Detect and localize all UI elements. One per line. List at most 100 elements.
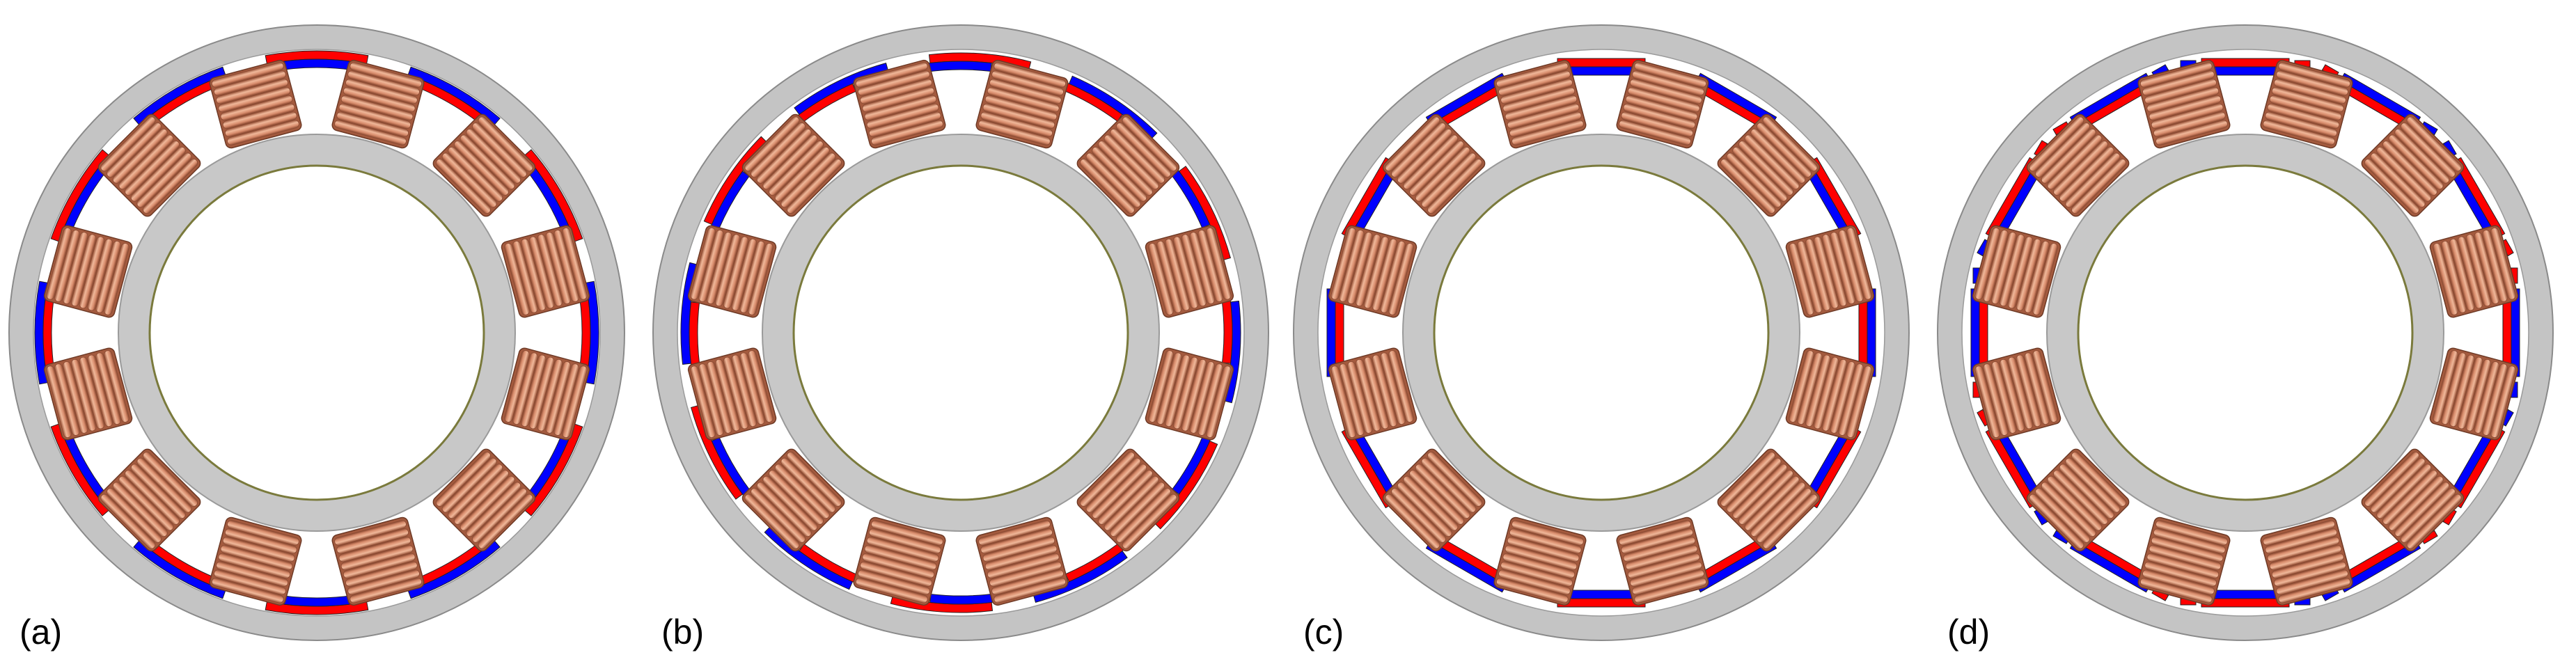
- coil-turn: [334, 120, 407, 145]
- coil-turn: [2155, 120, 2228, 145]
- coil-turn: [1122, 116, 1177, 172]
- coil-turn: [1805, 354, 1831, 427]
- coil-turn: [1813, 356, 1839, 429]
- coil-turn: [2029, 494, 2084, 549]
- coil-turn: [118, 134, 174, 190]
- coil: [1785, 225, 1875, 318]
- coil-turn: [748, 243, 773, 315]
- coil: [1145, 347, 1234, 441]
- coil-turn: [2140, 578, 2213, 603]
- coil-turn: [441, 152, 497, 208]
- coil-turn: [1385, 494, 1440, 549]
- coil-turn: [1625, 95, 1698, 121]
- coil-turn: [1498, 70, 1571, 96]
- coil-turn: [991, 569, 1064, 595]
- coil-turn: [984, 544, 1058, 571]
- coil-turn: [1507, 103, 1580, 129]
- coil-turn: [756, 128, 812, 184]
- coil-turn: [441, 457, 497, 513]
- coil-turn: [769, 141, 824, 196]
- coil-turn: [520, 354, 547, 427]
- coil-turn: [512, 352, 538, 425]
- coil-turn: [2441, 241, 2467, 313]
- coil-turn: [2144, 79, 2217, 104]
- coil-turn: [2400, 123, 2456, 178]
- coil-turn: [2267, 103, 2340, 129]
- coil: [1493, 516, 1587, 606]
- coil-turn: [2376, 146, 2432, 202]
- coil-turn: [2155, 520, 2228, 546]
- coil-turn: [1846, 228, 1872, 300]
- coil-turn: [869, 111, 941, 137]
- coil-turn: [216, 79, 288, 104]
- coil-turn: [1762, 494, 1818, 549]
- coil: [1972, 347, 2061, 441]
- coil-turn: [1372, 238, 1398, 311]
- coil-turn: [553, 230, 579, 302]
- coil-turn: [762, 475, 818, 531]
- coil-turn: [2490, 228, 2516, 300]
- coil-turn: [1634, 578, 1706, 603]
- panel-a: (a): [8, 24, 625, 652]
- coil-turn: [214, 70, 286, 96]
- coil-turn: [2433, 243, 2458, 315]
- coil: [331, 516, 425, 606]
- coil-turn: [54, 363, 80, 436]
- coil-turn: [780, 457, 836, 513]
- magnet: [2052, 524, 2172, 601]
- coil: [741, 113, 845, 217]
- coil-turn: [1156, 352, 1182, 425]
- coil-turn: [2278, 62, 2350, 88]
- coil-turn: [104, 243, 129, 315]
- coil-turn: [1500, 561, 1573, 587]
- coil-turn: [2433, 350, 2458, 423]
- coil-turn: [1388, 243, 1414, 315]
- coil-turn: [1630, 561, 1702, 587]
- coil-turn: [1355, 358, 1381, 432]
- coil-turn: [1391, 123, 1447, 178]
- coil-turn: [856, 578, 928, 603]
- coil-turn: [731, 238, 757, 311]
- coil-turn: [982, 103, 1055, 129]
- coil-turn: [334, 520, 407, 546]
- coil-turn: [504, 350, 530, 423]
- coil-turn: [225, 528, 297, 554]
- coil-turn: [1330, 228, 1356, 300]
- coil-turn: [1500, 79, 1573, 104]
- coil-turn: [2016, 354, 2042, 427]
- coil-turn: [1409, 141, 1465, 196]
- coil-turn: [2032, 350, 2058, 423]
- coil-turn: [218, 553, 291, 579]
- coil-turn: [1347, 232, 1373, 304]
- coil-turn: [1092, 146, 1147, 202]
- coil-turn: [2388, 134, 2444, 190]
- coil-turn: [869, 528, 941, 554]
- coil-turn: [707, 232, 732, 304]
- coil-turn: [1750, 482, 1806, 537]
- coil-turn: [2271, 86, 2344, 113]
- coil-turn: [1164, 238, 1191, 311]
- coil-turn: [478, 116, 533, 172]
- coil-turn: [2053, 469, 2109, 525]
- coil-turn: [1427, 159, 1482, 214]
- coil-turn: [1164, 354, 1191, 427]
- coil-turn: [1744, 134, 1800, 190]
- coil-turn: [2035, 487, 2091, 543]
- coil-turn: [2032, 243, 2058, 315]
- coil-turn: [1403, 134, 1459, 190]
- magnet-block: [1557, 590, 1646, 608]
- coil: [209, 516, 302, 606]
- coil-turn: [460, 134, 515, 190]
- coil-turn: [1983, 363, 2009, 436]
- coil-turn: [471, 487, 527, 543]
- coil-turn: [350, 62, 422, 88]
- coil: [1076, 448, 1180, 552]
- coil-turn: [858, 569, 930, 595]
- coil-turn: [858, 70, 930, 96]
- coil-turn: [1197, 363, 1223, 436]
- coil: [331, 59, 425, 149]
- coil-turn: [2142, 70, 2215, 96]
- coil-turn: [2151, 536, 2224, 562]
- coil-turn: [991, 70, 1064, 96]
- coil-turn: [220, 95, 293, 121]
